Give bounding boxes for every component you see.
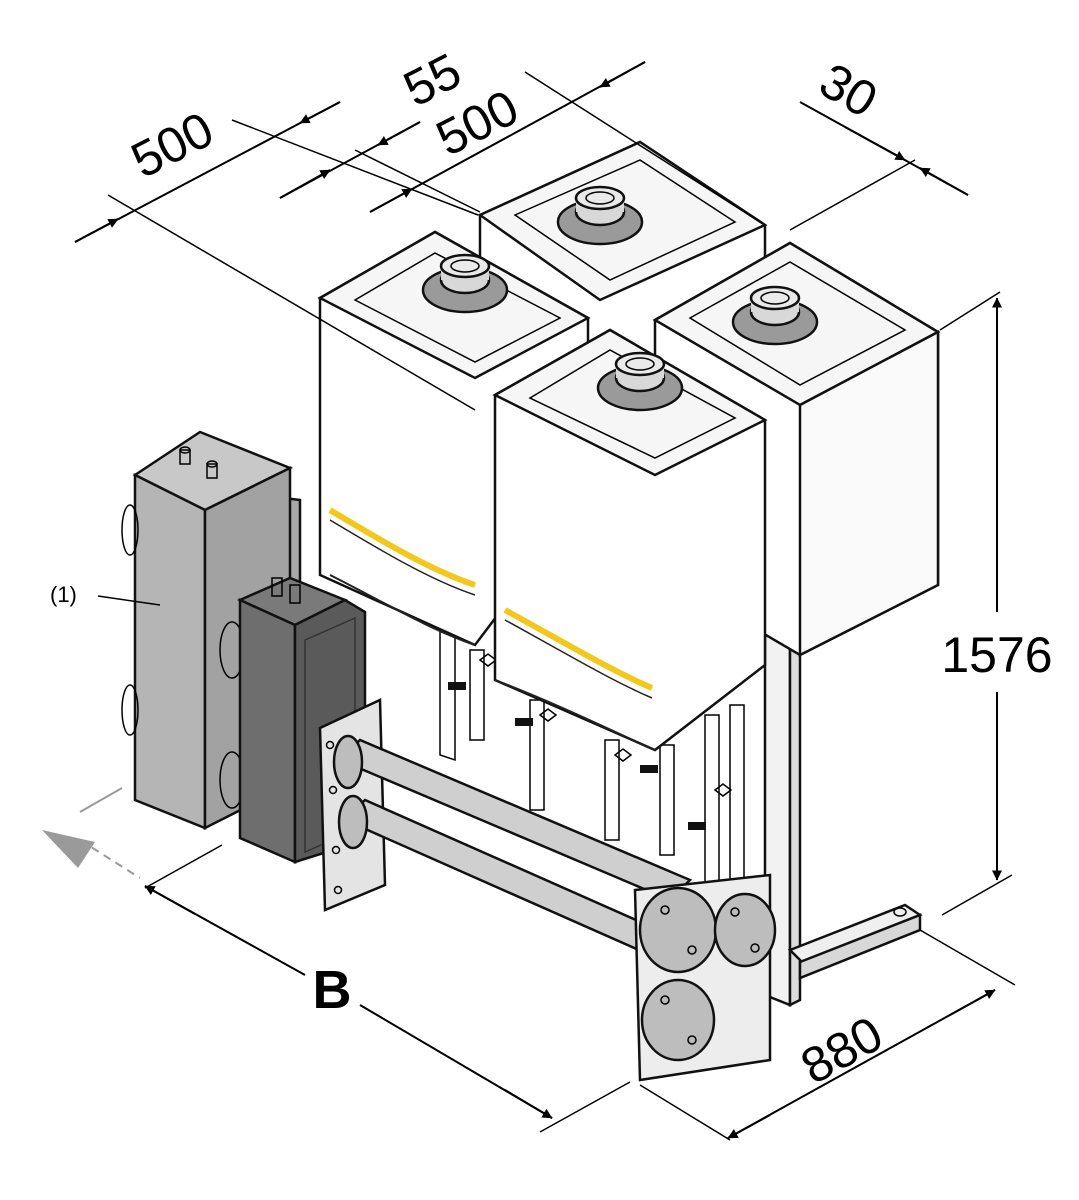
callout-1-label: (1) <box>50 582 77 607</box>
header-manifold <box>318 698 777 1082</box>
extension-arrow <box>42 787 141 879</box>
dim-depth-offset: 30 <box>789 52 969 231</box>
dim-height: 1576 <box>939 291 1053 916</box>
dim-500-left-label: 500 <box>122 101 222 189</box>
dim-b-label: B <box>313 960 352 1020</box>
dim-1576-label: 1576 <box>941 627 1052 683</box>
callout-1: (1) <box>50 582 161 607</box>
boiler-front <box>492 328 768 752</box>
dim-length: B <box>144 844 631 1133</box>
dim-30-label: 30 <box>810 52 886 128</box>
dim-880-label: 880 <box>792 1005 892 1094</box>
